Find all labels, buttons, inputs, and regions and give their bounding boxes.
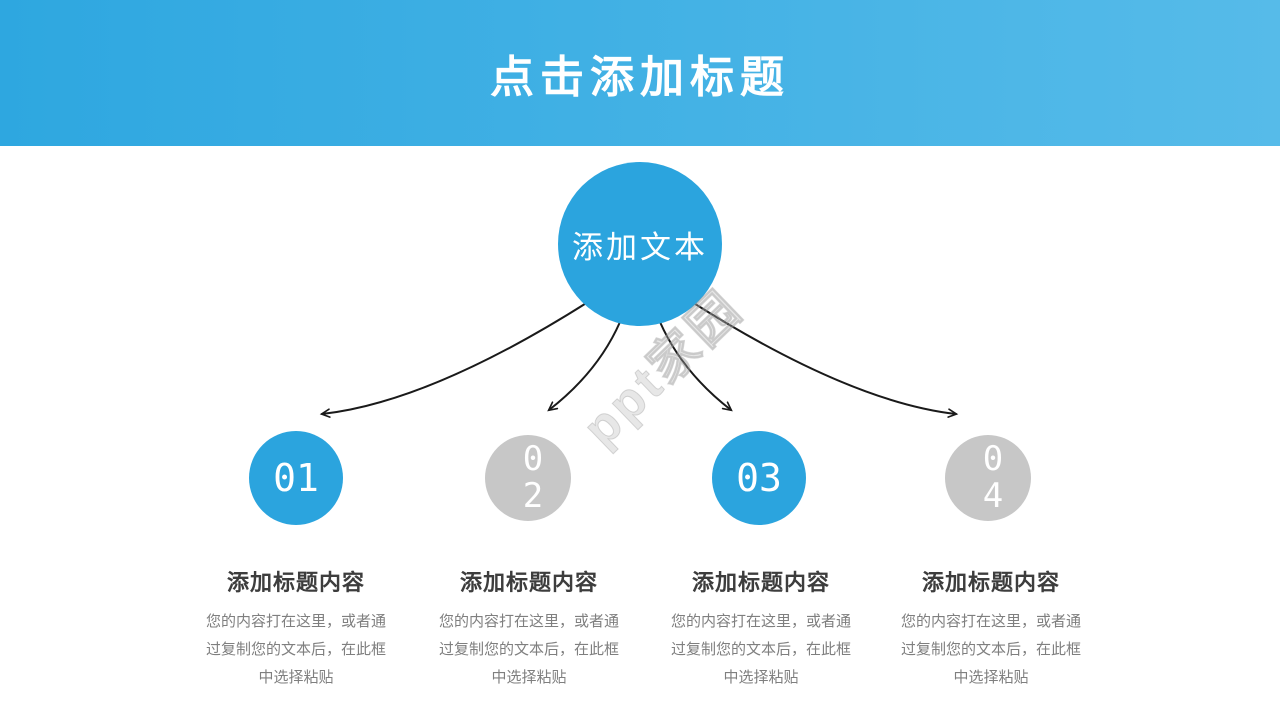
center-node-label: 添加文本 <box>572 229 708 265</box>
step-2-heading[interactable]: 添加标题内容 <box>459 570 598 595</box>
arrow-to-step-3 <box>659 321 733 412</box>
step-4-number: 0 <box>982 439 1004 479</box>
step-3-number: 03 <box>736 456 782 500</box>
step-2-text-block: 添加标题内容 您的内容打在这里，或者通 过复制您的文本后，在此框 中选择粘贴 <box>413 565 645 692</box>
step-4-body[interactable]: 您的内容打在这里，或者通 过复制您的文本后，在此框 中选择粘贴 <box>900 613 1081 686</box>
step-1-body[interactable]: 您的内容打在这里，或者通 过复制您的文本后，在此框 中选择粘贴 <box>205 613 386 686</box>
step-4-circle: 0 4 <box>945 435 1031 521</box>
step-1-circle: 01 <box>249 431 343 525</box>
step-3-text-block: 添加标题内容 您的内容打在这里，或者通 过复制您的文本后，在此框 中选择粘贴 <box>645 565 877 692</box>
center-node-circle[interactable]: 添加文本 <box>558 162 722 326</box>
step-1-heading[interactable]: 添加标题内容 <box>226 570 365 595</box>
arrow-to-step-1 <box>319 301 589 418</box>
arrow-to-step-2 <box>547 321 621 412</box>
step-2-number: 0 <box>522 439 544 479</box>
step-1-number: 01 <box>273 456 319 500</box>
step-3-heading[interactable]: 添加标题内容 <box>691 570 830 595</box>
step-4-text-block: 添加标题内容 您的内容打在这里，或者通 过复制您的文本后，在此框 中选择粘贴 <box>875 565 1107 692</box>
step-3-circle: 03 <box>712 431 806 525</box>
slide-title-placeholder[interactable]: 点击添加标题 <box>490 53 790 102</box>
header-banner: 点击添加标题 <box>0 0 1280 146</box>
step-2-circle: 0 2 <box>485 435 571 521</box>
arrow-to-step-4 <box>691 301 959 418</box>
step-2-body[interactable]: 您的内容打在这里，或者通 过复制您的文本后，在此框 中选择粘贴 <box>438 613 619 686</box>
step-1-text-block: 添加标题内容 您的内容打在这里，或者通 过复制您的文本后，在此框 中选择粘贴 <box>180 565 412 692</box>
step-4-heading[interactable]: 添加标题内容 <box>921 570 1060 595</box>
step-3-body[interactable]: 您的内容打在这里，或者通 过复制您的文本后，在此框 中选择粘贴 <box>670 613 851 686</box>
